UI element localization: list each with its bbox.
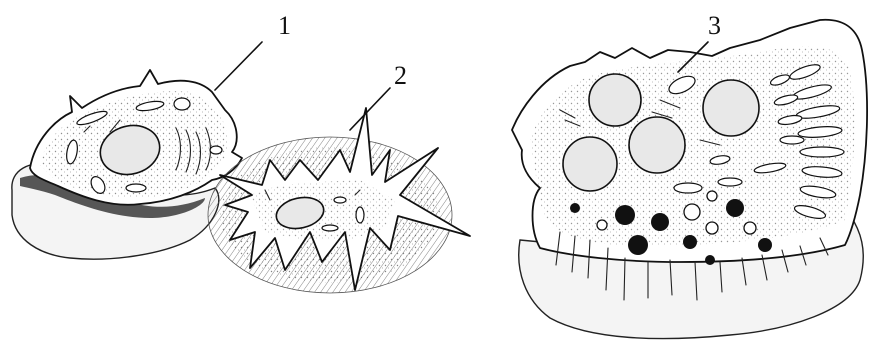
label-2: 2 [394, 61, 407, 90]
cell-2 [208, 88, 470, 293]
label-3: 3 [708, 11, 721, 40]
cell-3-nucleus [703, 80, 759, 136]
cell-3-nucleus [563, 137, 617, 191]
label-1-pointer [215, 42, 262, 90]
label-1: 1 [278, 11, 291, 40]
cell-3 [512, 20, 867, 339]
cell-3-nucleus [629, 117, 685, 173]
cell-3-nucleus [589, 74, 641, 126]
label-2-pointer [350, 88, 390, 130]
